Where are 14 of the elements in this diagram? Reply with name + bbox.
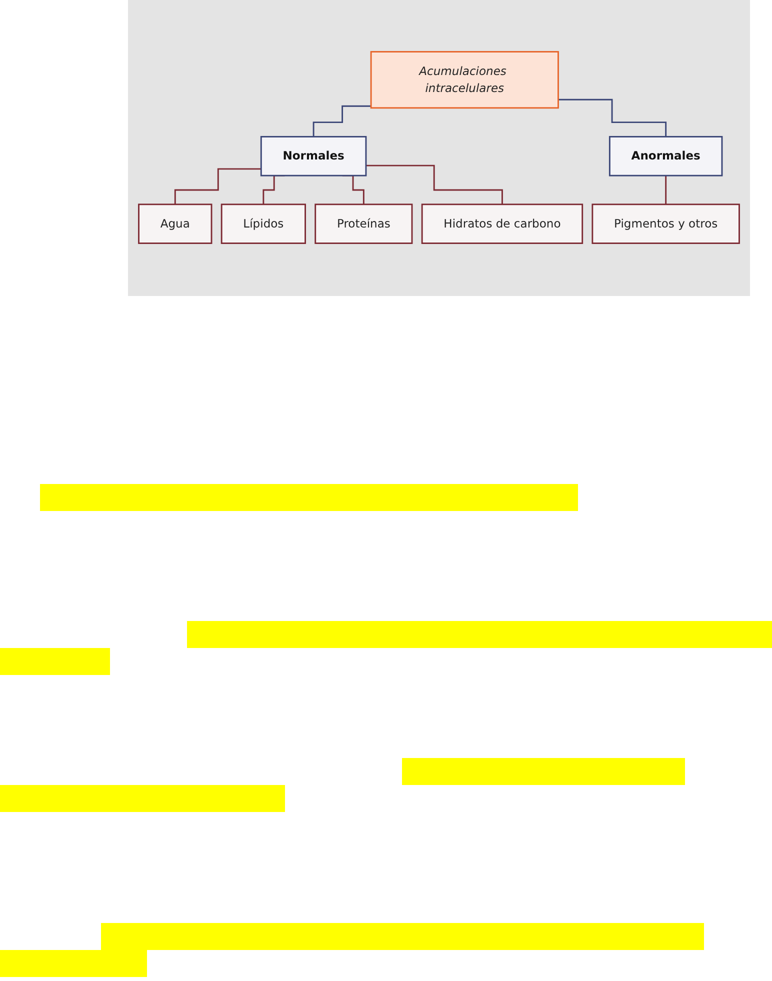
node-box — [608, 136, 723, 177]
node-box — [421, 204, 584, 244]
node-box — [592, 204, 740, 244]
node-box — [138, 204, 212, 244]
diagram-background: Acumulaciones intracelulares Normales Anormales Agua Lípidos Proteínas Hidratos de carbono Pigmentos y otros — [128, 0, 750, 296]
connector — [665, 175, 667, 206]
node-box — [220, 204, 306, 244]
connector — [366, 165, 503, 206]
connector — [558, 99, 667, 138]
node-box — [314, 204, 413, 244]
connector — [312, 106, 372, 138]
node-box — [370, 52, 559, 110]
connector — [174, 168, 262, 206]
node-box — [260, 136, 367, 177]
